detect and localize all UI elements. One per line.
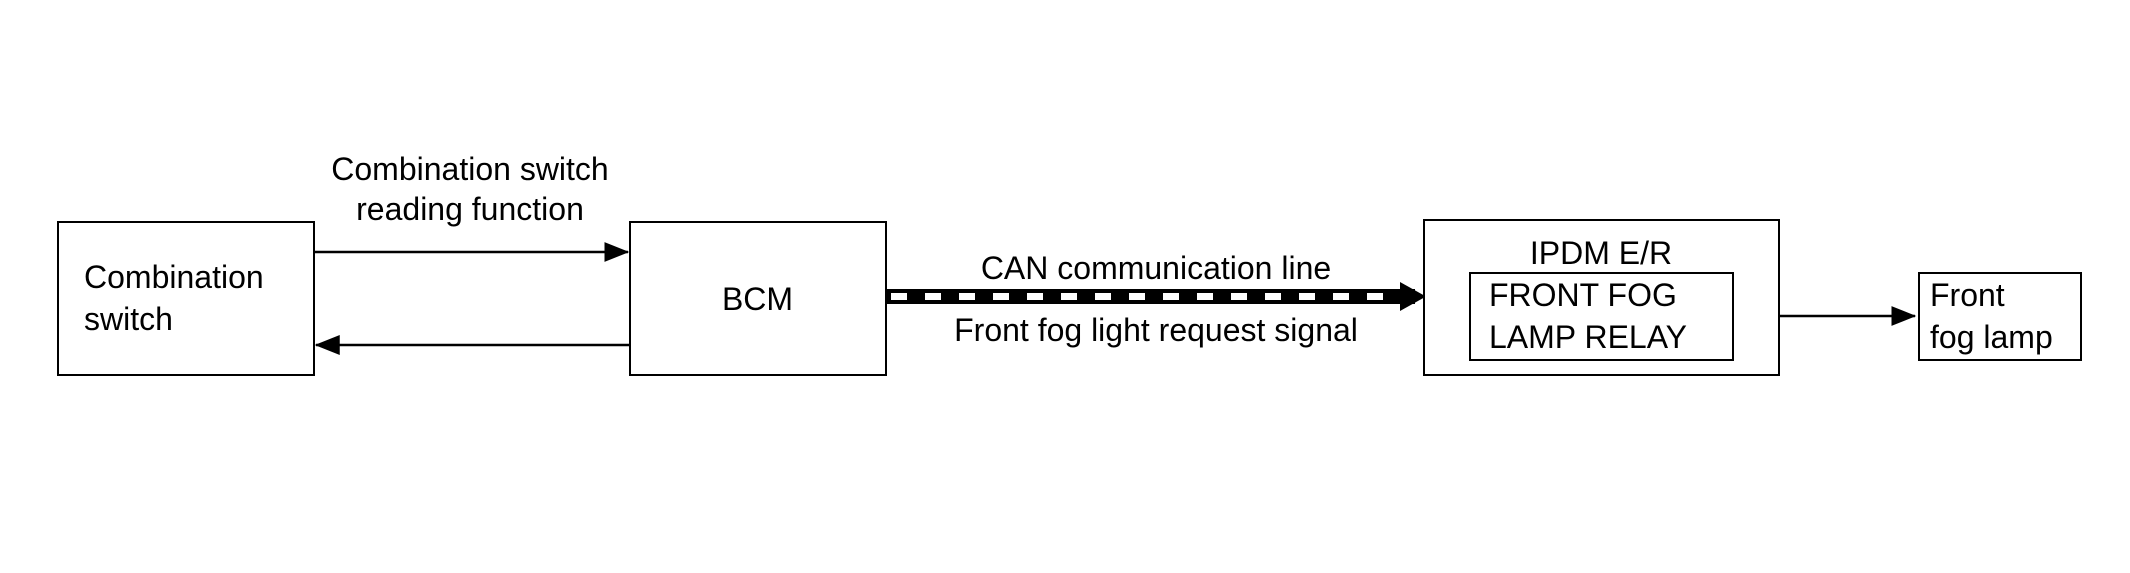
bcm-block: BCM <box>629 221 887 376</box>
front-fog-lamp-relay-block: FRONT FOG LAMP RELAY <box>1469 272 1734 361</box>
can-arrow-head <box>1400 282 1426 311</box>
fog-lamp-label-line1: Front <box>1930 277 2005 313</box>
fog-request-signal-label: Front fog light request signal <box>954 312 1358 348</box>
combination-switch-label-line1: Combination <box>84 259 264 295</box>
can-bus-line <box>885 282 1426 311</box>
fog-lamp-label-line2: fog lamp <box>1930 319 2053 355</box>
can-line-label: CAN communication line <box>980 250 1332 286</box>
relay-label-line2: LAMP RELAY <box>1489 319 1688 355</box>
relay-label-line1: FRONT FOG <box>1489 277 1677 313</box>
switch-reading-label-line2: reading function <box>356 191 584 227</box>
switch-reading-label-line1: Combination switch <box>331 151 609 187</box>
ipdm-er-label: IPDM E/R <box>1529 235 1673 271</box>
bcm-label: BCM <box>721 281 794 317</box>
combination-switch-block: Combination switch <box>57 221 315 376</box>
front-fog-lamp-block: Front fog lamp <box>1918 272 2082 361</box>
combination-switch-label-line2: switch <box>84 301 173 337</box>
